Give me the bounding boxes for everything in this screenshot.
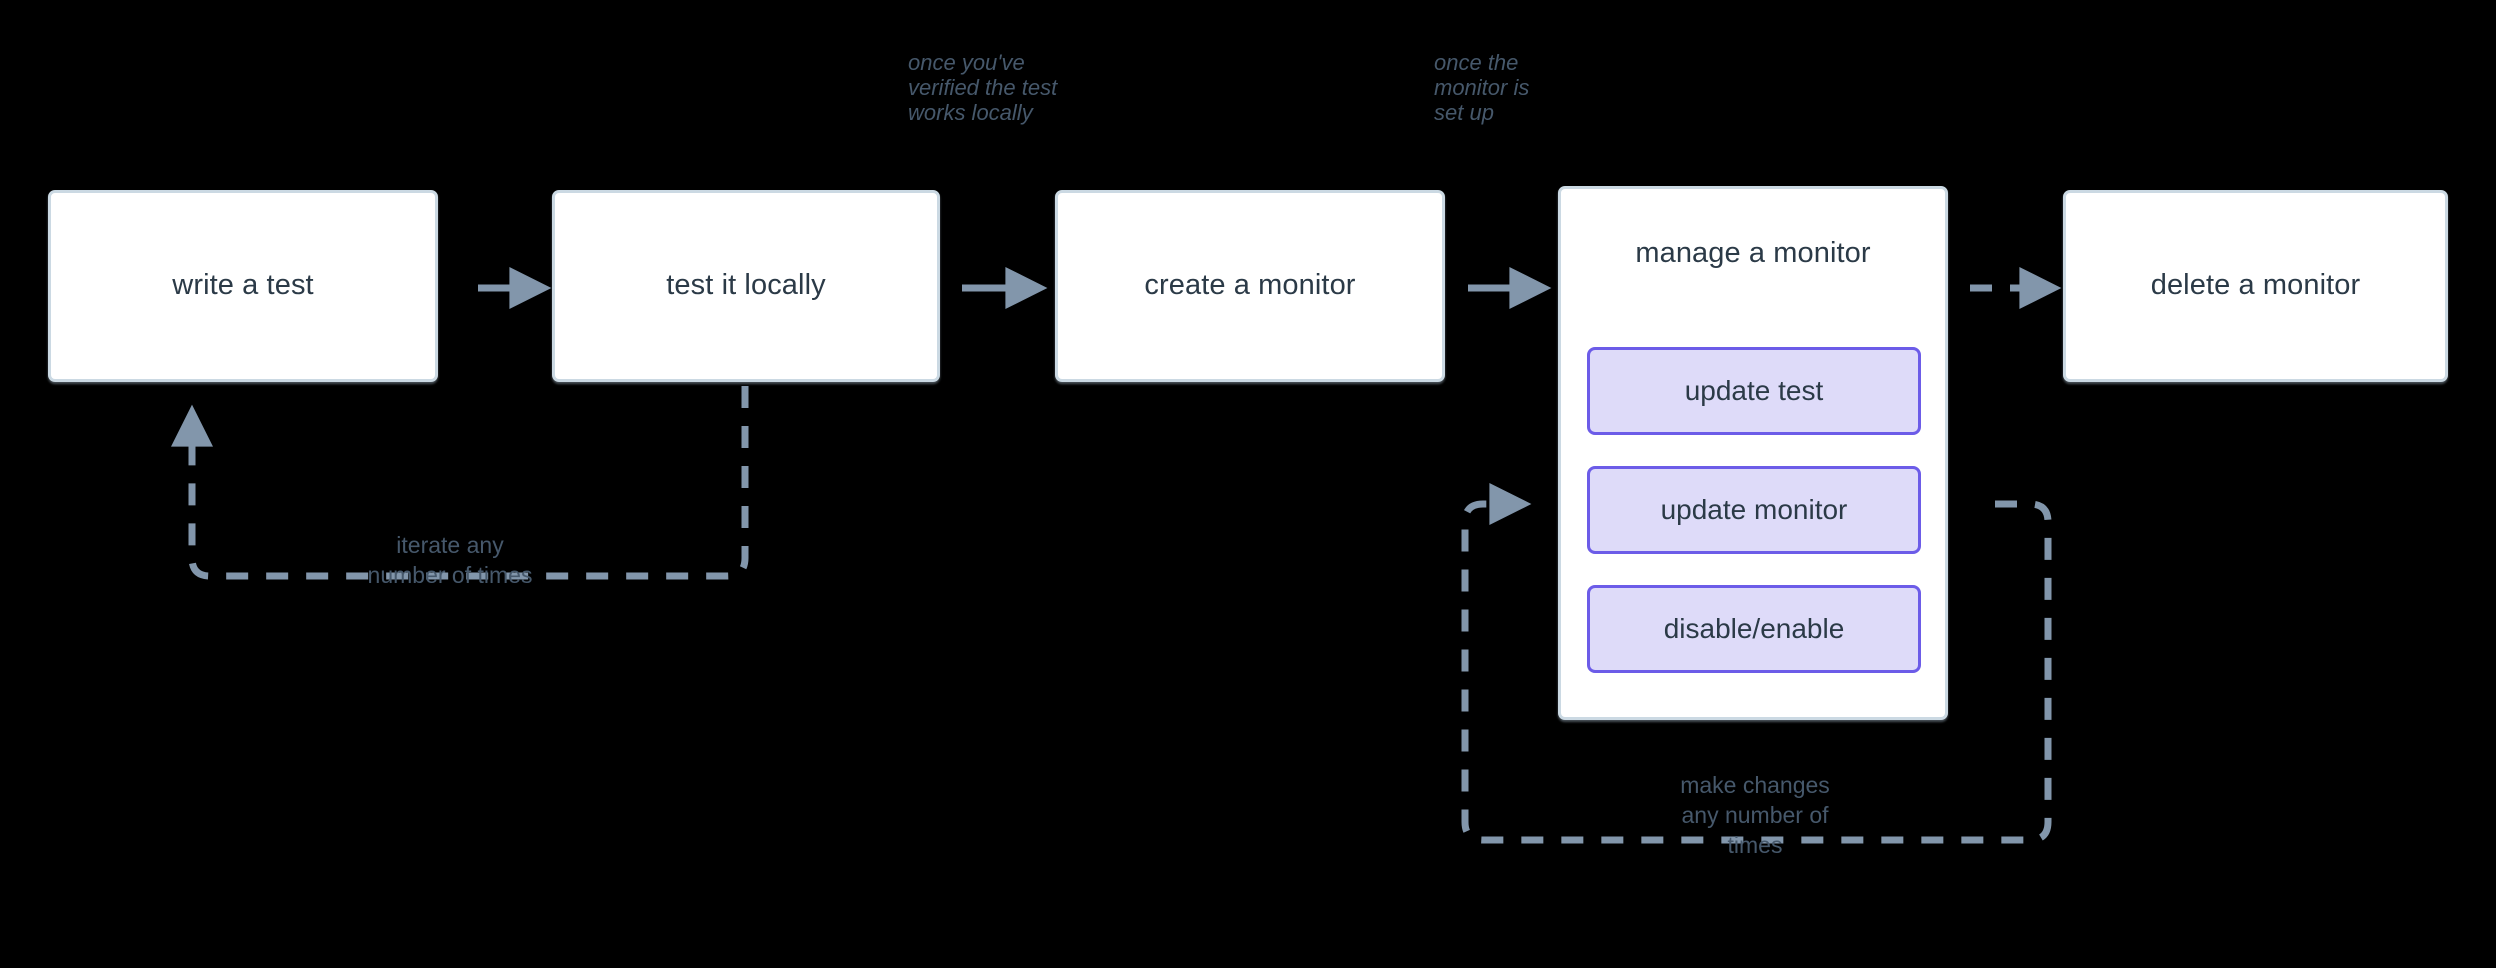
node-create-a-monitor-label: create a monitor	[1144, 269, 1356, 302]
node-manage-a-monitor[interactable]: manage a monitor update test update moni…	[1558, 186, 1948, 720]
iterate-loop-label: iterate any number of times	[367, 532, 533, 588]
node-write-a-test-label: write a test	[172, 269, 314, 302]
node-test-it-locally-label: test it locally	[666, 269, 826, 302]
node-manage-a-monitor-label: manage a monitor	[1635, 237, 1871, 269]
subnode-update-test-label: update test	[1684, 375, 1824, 406]
subnode-disable-enable-label: disable/enable	[1663, 613, 1845, 644]
subnode-update-test[interactable]: update test	[1587, 347, 1921, 435]
make-changes-loop-label: make changes any number of times	[1680, 772, 1830, 858]
annotation-setup: once the monitor is set up	[1434, 50, 1530, 125]
subnode-update-monitor-label: update monitor	[1660, 494, 1848, 525]
node-test-it-locally[interactable]: test it locally	[552, 190, 940, 382]
node-create-a-monitor[interactable]: create a monitor	[1055, 190, 1445, 382]
node-delete-a-monitor-label: delete a monitor	[2150, 269, 2361, 302]
annotation-verified: once you've verified the test works loca…	[908, 50, 1058, 125]
subnode-disable-enable[interactable]: disable/enable	[1587, 585, 1921, 673]
subnode-update-monitor[interactable]: update monitor	[1587, 466, 1921, 554]
node-write-a-test[interactable]: write a test	[48, 190, 438, 382]
node-delete-a-monitor[interactable]: delete a monitor	[2063, 190, 2448, 382]
